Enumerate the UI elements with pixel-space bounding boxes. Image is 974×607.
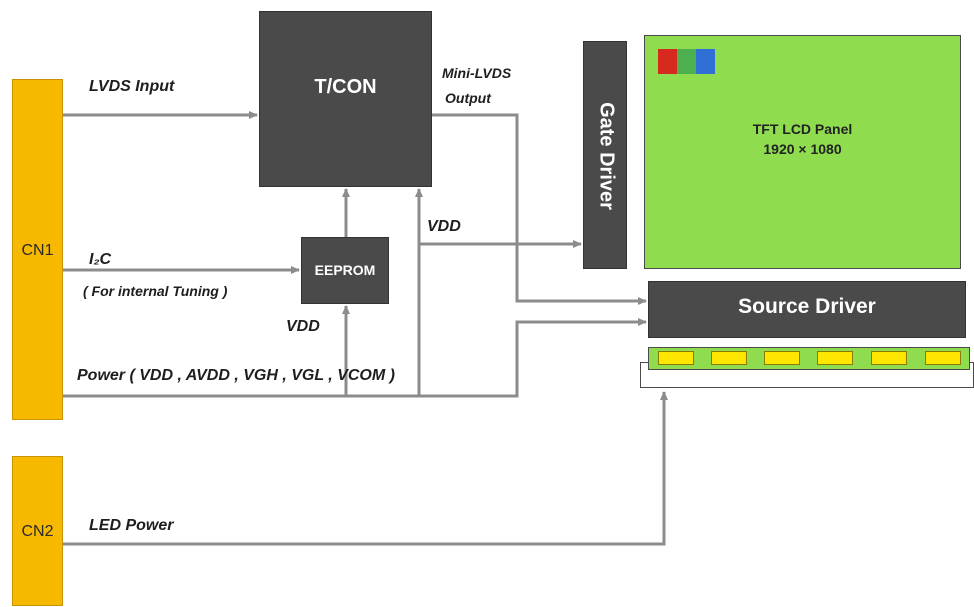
eeprom-label: EEPROM: [314, 262, 376, 278]
source-driver-label: Source Driver: [738, 295, 876, 318]
pixel-green: [677, 49, 696, 74]
vdd-eeprom-label: VDD: [286, 318, 320, 335]
led-chip: [764, 351, 800, 365]
panel-title: TFT LCD Panel: [752, 121, 853, 137]
tcon-label: T/CON: [314, 76, 377, 98]
mini-lvds-arrow: [432, 113, 647, 305]
cn2-connector: CN2: [12, 456, 63, 606]
mini-lvds-label: Mini-LVDS: [442, 65, 512, 81]
lvds-input-label: LVDS Input: [89, 78, 175, 95]
led-strip: [648, 347, 970, 370]
panel-resolution: 1920 × 1080: [763, 141, 842, 157]
i2c-label: I₂C: [89, 251, 112, 268]
power-label: Power ( VDD , AVDD , VGH , VGL , VCOM ): [77, 367, 395, 384]
pixel-red: [658, 49, 677, 74]
led-power-line: [63, 391, 668, 546]
led-chip: [925, 351, 961, 365]
led-chip: [658, 351, 694, 365]
led-chip: [711, 351, 747, 365]
i2c-note-label: ( For internal Tuning ): [83, 283, 228, 299]
tft-lcd-panel: TFT LCD Panel 1920 × 1080: [644, 35, 961, 269]
source-driver-block: Source Driver: [648, 281, 966, 338]
vdd-gate-label: VDD: [427, 218, 461, 235]
led-chip: [817, 351, 853, 365]
led-power-label: LED Power: [89, 517, 174, 534]
pixel-blue: [696, 49, 715, 74]
gate-driver-block: Gate Driver: [583, 41, 627, 269]
gate-driver-label: Gate Driver: [595, 102, 618, 210]
cn2-label: CN2: [21, 523, 54, 540]
cn1-label: CN1: [21, 242, 54, 259]
power-bus-line: [63, 318, 647, 398]
cn1-connector: CN1: [12, 79, 63, 420]
mini-lvds-output-label: Output: [445, 90, 491, 106]
led-chip: [871, 351, 907, 365]
tcon-block: T/CON: [259, 11, 432, 187]
eeprom-block: EEPROM: [301, 237, 389, 304]
